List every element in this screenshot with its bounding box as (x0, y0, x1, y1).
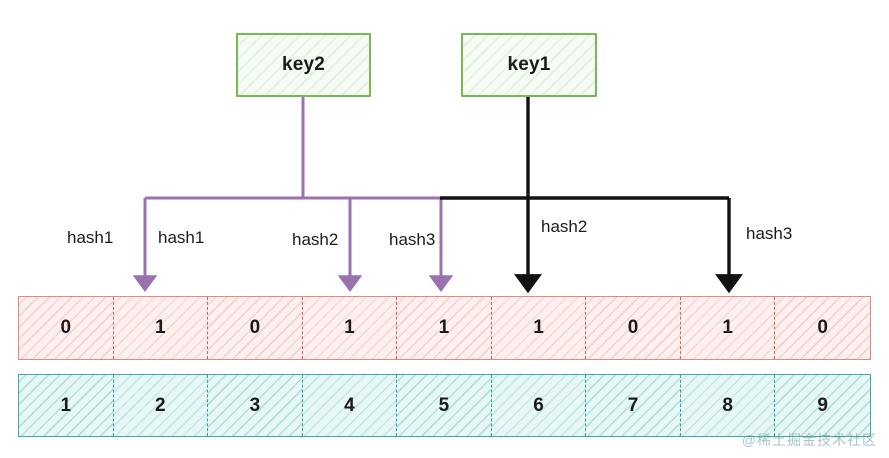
index-cell: 7 (586, 375, 681, 436)
bit-cell: 1 (680, 297, 776, 359)
edge-group-key2 (132, 97, 454, 293)
bit-cell: 0 (208, 297, 303, 359)
index-cell: 4 (302, 375, 398, 436)
bit-cell: 1 (113, 297, 209, 359)
key-box-key2[interactable]: key2 (236, 33, 371, 97)
edge-label-key2-hash2: hash2 (292, 230, 339, 249)
edge-group-key1 (440, 97, 743, 294)
edge-label-hash1-left: hash1 (67, 228, 114, 247)
key-box-key1[interactable]: key1 (461, 33, 597, 97)
index-cell: 1 (19, 375, 114, 436)
index-cell: 6 (491, 375, 587, 436)
key-box-label: key1 (507, 54, 551, 75)
index-cell: 9 (775, 375, 870, 436)
edge-label-key1-hash3: hash3 (746, 224, 793, 243)
bit-cell: 0 (586, 297, 681, 359)
bit-cell: 0 (19, 297, 114, 359)
edge-label-key1-hash2: hash2 (541, 217, 588, 236)
edge-label-key2-hash1: hash1 (158, 228, 205, 247)
index-cell: 5 (397, 375, 492, 436)
bit-cell: 1 (397, 297, 492, 359)
index-cell: 8 (680, 375, 776, 436)
index-cell: 2 (113, 375, 209, 436)
bit-cell: 0 (775, 297, 870, 359)
index-cell: 3 (208, 375, 303, 436)
key-box-label: key2 (281, 54, 326, 75)
bit-cell: 1 (302, 297, 398, 359)
edge-label-key2-hash3: hash3 (389, 230, 436, 249)
bit-cell: 1 (491, 297, 587, 359)
